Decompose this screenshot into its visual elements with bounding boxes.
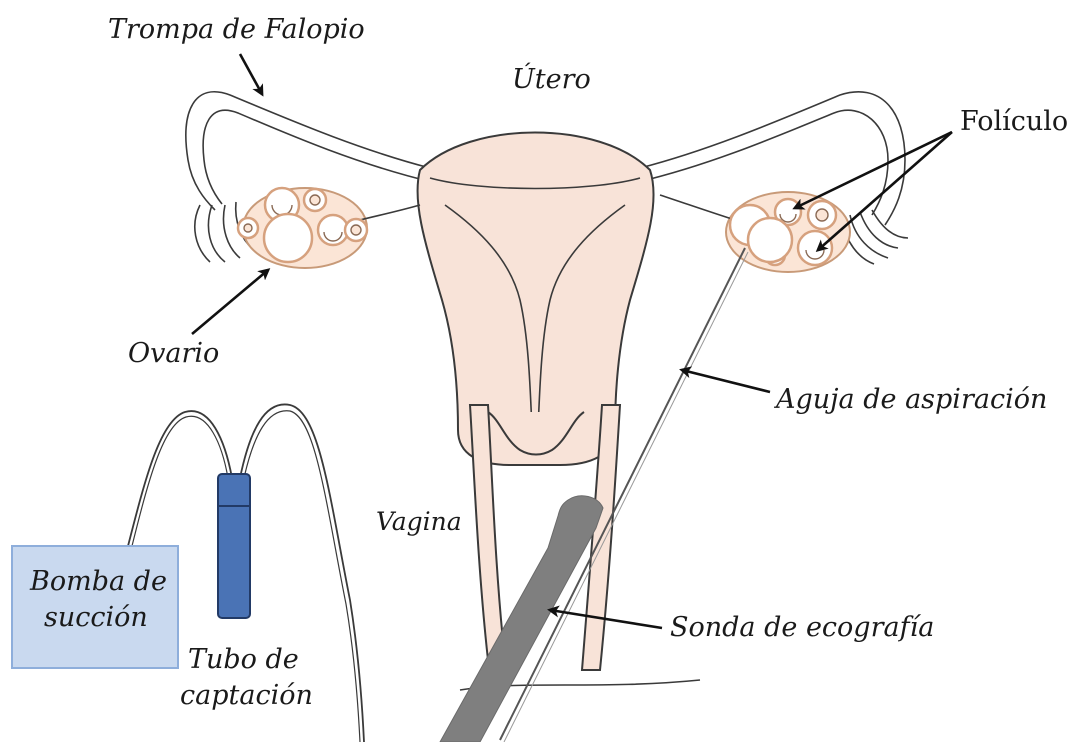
label-aspiration-needle: Aguja de aspiración [773,384,1047,415]
label-uterus: Útero [512,61,591,95]
ovary-right [660,192,850,272]
label-fallopian-tube: Trompa de Falopio [108,14,365,45]
arrow-follicle-2 [818,132,952,250]
ultrasound-probe[interactable] [440,496,603,742]
label-vagina: Vagina [376,507,462,536]
label-suction-pump-1: Bomba de [29,566,167,597]
arrow-ovary [192,270,268,334]
label-suction-pump-2: succión [44,602,148,633]
label-ovary: Ovario [128,338,219,369]
label-collection-tube-1: Tubo de [188,644,299,675]
label-follicle: Folículo [960,106,1068,137]
arrow-aspiration-needle [682,370,770,392]
arrow-fallopian-tube [240,54,262,94]
label-collection-tube-2: captación [180,680,313,711]
fimbriae-right [842,210,908,264]
arrow-follicle-1 [795,132,952,208]
suction-tubing-left[interactable] [128,411,232,546]
label-ultrasound-probe: Sonda de ecografía [670,612,934,643]
ovary-left [238,188,420,268]
collection-tube[interactable] [218,474,250,618]
